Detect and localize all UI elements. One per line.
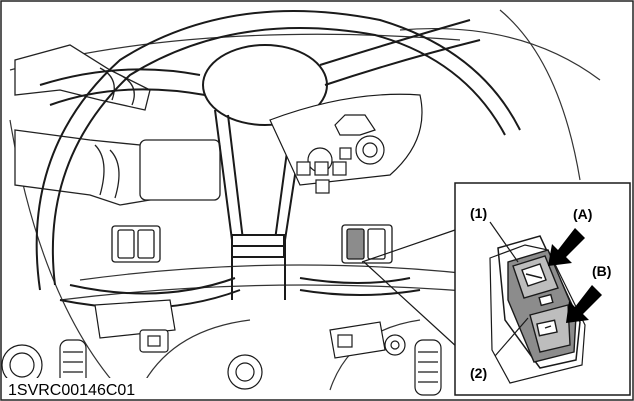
arrow-icon — [548, 228, 602, 323]
steering-wheel-icon — [35, 10, 521, 309]
callout-position-b: (B) — [592, 263, 611, 279]
drawing-code: 1SVRC00146C01 — [8, 382, 135, 399]
part-leaders — [489, 221, 529, 357]
rocker-switch-icon — [507, 249, 577, 363]
callout-part-1: (1) — [470, 205, 487, 221]
right-switch-pair — [341, 224, 393, 264]
detail-inset: (1) (A) (B) (2) — [454, 182, 631, 396]
left-switch-pair — [111, 225, 161, 263]
left-stalk-levers — [14, 44, 221, 206]
indicator-panel — [269, 93, 423, 194]
callout-position-a: (A) — [573, 206, 592, 222]
callout-leaders — [361, 229, 459, 349]
callout-part-2: (2) — [470, 365, 487, 381]
lower-console — [1, 299, 442, 396]
